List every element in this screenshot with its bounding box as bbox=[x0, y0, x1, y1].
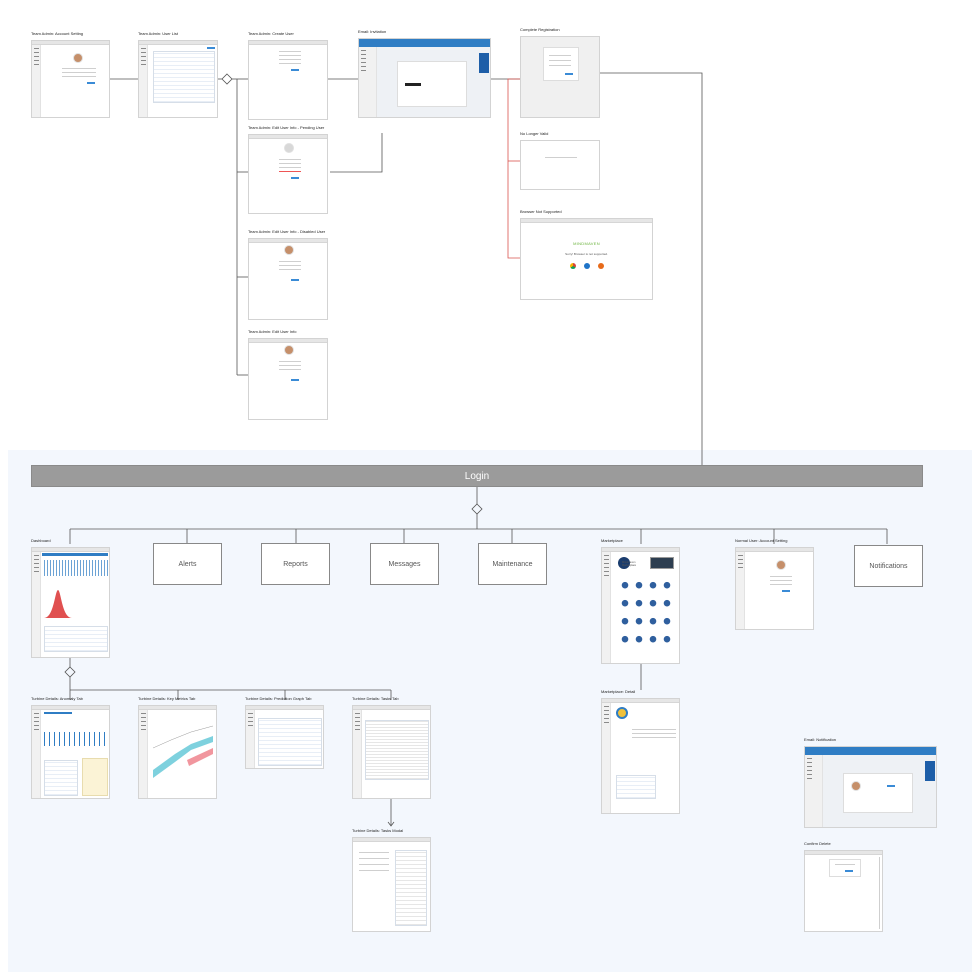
card-label: Turbine Details: Key Metrics Tab bbox=[138, 696, 196, 701]
card-label: No Longer Valid bbox=[520, 131, 549, 136]
node-label: Maintenance bbox=[492, 560, 533, 568]
card-key-metrics-tab[interactable]: Turbine Details: Key Metrics Tab bbox=[138, 696, 217, 799]
node-label: Alerts bbox=[178, 560, 197, 568]
screen-thumbnail bbox=[248, 134, 328, 214]
screen-thumbnail bbox=[248, 40, 328, 120]
screen-thumbnail bbox=[138, 40, 218, 118]
card-label: Email: Invitation bbox=[358, 29, 387, 34]
chrome-icon bbox=[570, 263, 576, 269]
node-label: Notifications bbox=[869, 562, 908, 570]
screen-thumbnail bbox=[352, 837, 431, 932]
card-label: Team Admin: Create User bbox=[248, 31, 294, 36]
card-label: Turbine Details: Tasks Modal bbox=[352, 828, 404, 833]
card-label: Normal User: Account Setting bbox=[735, 538, 788, 543]
card-tasks-modal[interactable]: Turbine Details: Tasks Modal bbox=[352, 828, 431, 932]
marketplace-headline: Mindmaven Marketplace bbox=[622, 561, 637, 567]
card-label: Dashboard bbox=[31, 538, 51, 543]
marketplace-logo bbox=[618, 557, 630, 569]
key-metrics-chart bbox=[152, 725, 214, 778]
distribution-chart bbox=[44, 590, 72, 618]
card-label: Team Admin: Account Setting bbox=[31, 31, 84, 36]
card-confirm-delete[interactable]: Confirm Delete bbox=[804, 841, 883, 932]
card-label: Browser Not Supported bbox=[520, 209, 562, 214]
card-label: Confirm Delete bbox=[804, 841, 831, 846]
avatar bbox=[73, 53, 83, 63]
card-marketplace-detail[interactable]: Marketplace: Detail bbox=[601, 689, 680, 814]
screen-thumbnail bbox=[358, 38, 491, 118]
card-label: Team Admin: User List bbox=[138, 31, 179, 36]
screen-thumbnail bbox=[138, 705, 217, 799]
avatar bbox=[284, 345, 294, 355]
login-label: Login bbox=[464, 470, 490, 482]
card-label: Complete Registration bbox=[520, 27, 560, 32]
screen-thumbnail bbox=[520, 140, 600, 190]
brand-logo: MINDMAVEN bbox=[573, 241, 600, 246]
node-label: Reports bbox=[283, 560, 308, 568]
screen-thumbnail bbox=[31, 547, 110, 658]
card-prediction-graph-tab[interactable]: Turbine Details: Prediction Graph Tab bbox=[245, 696, 324, 769]
card-tasks-tab[interactable]: Turbine Details: Tasks Tab bbox=[352, 696, 431, 799]
avatar bbox=[851, 781, 861, 791]
screen-thumbnail bbox=[245, 705, 324, 769]
screen-thumbnail: MINDMAVEN Sorry! Browser is not supporte… bbox=[520, 218, 653, 300]
screen-thumbnail bbox=[804, 850, 883, 932]
login-node[interactable]: Login bbox=[31, 465, 923, 487]
node-notifications[interactable]: Notifications bbox=[854, 545, 923, 587]
card-label: Email: Notification bbox=[804, 737, 837, 742]
card-disabled-user[interactable]: Team Admin: Edit User Info - Disabled Us… bbox=[248, 229, 328, 320]
screen-thumbnail bbox=[735, 547, 814, 630]
card-label: Turbine Details: Anomaly Tab bbox=[31, 696, 83, 701]
node-alerts[interactable]: Alerts bbox=[153, 543, 222, 585]
card-email-notification[interactable]: Email: Notification bbox=[804, 737, 937, 828]
card-create-user[interactable]: Team Admin: Create User bbox=[248, 31, 328, 120]
card-label: Turbine Details: Prediction Graph Tab bbox=[245, 696, 312, 701]
card-no-longer-valid[interactable]: No Longer Valid bbox=[520, 131, 600, 190]
turbine-map bbox=[44, 560, 108, 576]
card-label: Turbine Details: Tasks Tab bbox=[352, 696, 399, 701]
unsupported-message: Sorry! Browser is not supported. bbox=[565, 252, 608, 256]
card-label: Team Admin: Edit User Info bbox=[248, 329, 297, 334]
node-messages[interactable]: Messages bbox=[370, 543, 439, 585]
decision-diamond bbox=[221, 73, 233, 85]
app-grid bbox=[618, 578, 674, 652]
card-label: Team Admin: Edit User Info - Pending Use… bbox=[248, 125, 325, 130]
avatar bbox=[284, 245, 294, 255]
screen-thumbnail bbox=[248, 338, 328, 420]
connector bbox=[330, 133, 383, 173]
screen-thumbnail bbox=[804, 746, 937, 828]
product-logo bbox=[616, 707, 628, 719]
screen-thumbnail bbox=[520, 36, 600, 118]
card-dashboard[interactable]: Dashboard bbox=[31, 538, 110, 658]
avatar bbox=[284, 143, 294, 153]
screen-thumbnail bbox=[31, 705, 110, 799]
card-pending-user[interactable]: Team Admin: Edit User Info - Pending Use… bbox=[248, 125, 328, 214]
firefox-icon bbox=[598, 263, 604, 269]
card-email-invitation[interactable]: Email: Invitation bbox=[358, 29, 491, 118]
avatar bbox=[776, 560, 786, 570]
screen-thumbnail bbox=[352, 705, 431, 799]
card-user-list[interactable]: Team Admin: User List bbox=[138, 31, 218, 118]
error-connector bbox=[507, 78, 520, 259]
anomaly-bars bbox=[44, 732, 106, 746]
card-label: Marketplace: Detail bbox=[601, 689, 636, 694]
node-maintenance[interactable]: Maintenance bbox=[478, 543, 547, 585]
card-edit-user-info[interactable]: Team Admin: Edit User Info bbox=[248, 329, 328, 420]
card-label: Team Admin: Edit User Info - Disabled Us… bbox=[248, 229, 326, 234]
card-normal-user-account[interactable]: Normal User: Account Setting bbox=[735, 538, 814, 630]
card-label: Marketplace bbox=[601, 538, 623, 543]
screen-thumbnail bbox=[601, 698, 680, 814]
card-anomaly-tab[interactable]: Turbine Details: Anomaly Tab bbox=[31, 696, 110, 799]
node-reports[interactable]: Reports bbox=[261, 543, 330, 585]
card-marketplace[interactable]: Marketplace Mindmaven Marketplace bbox=[601, 538, 680, 664]
card-account-setting[interactable]: Team Admin: Account Setting bbox=[31, 31, 110, 118]
node-label: Messages bbox=[388, 560, 421, 568]
screen-thumbnail bbox=[31, 40, 110, 118]
card-complete-registration[interactable]: Complete Registration bbox=[520, 27, 600, 118]
card-browser-not-supported[interactable]: Browser Not Supported MINDMAVEN Sorry! B… bbox=[520, 209, 653, 300]
screen-thumbnail bbox=[248, 238, 328, 320]
screen-thumbnail: Mindmaven Marketplace bbox=[601, 547, 680, 664]
ie-icon bbox=[584, 263, 590, 269]
